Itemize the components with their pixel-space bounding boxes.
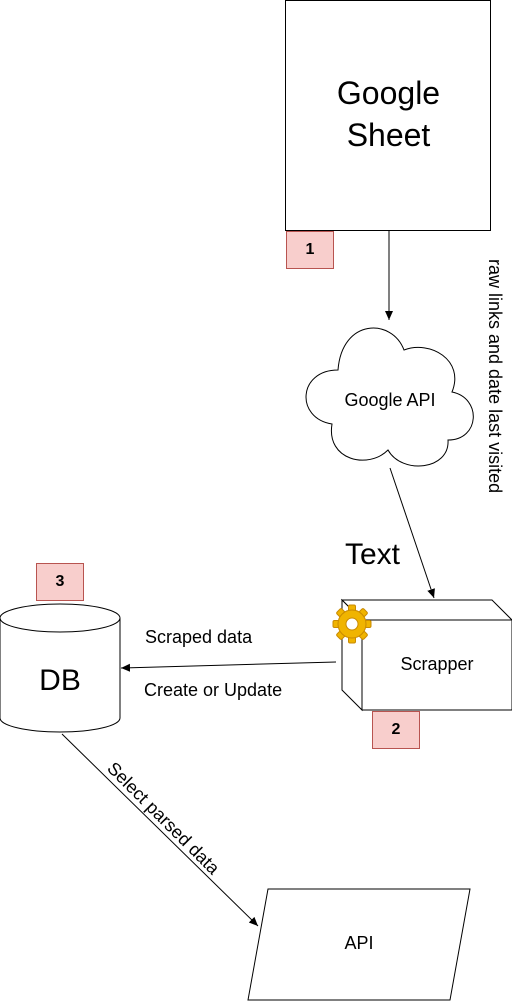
edge-scrapper-to-db [120,661,337,672]
badge-db: 3 [36,563,84,601]
google-sheet-node[interactable] [285,0,491,231]
edge-label-scraped-data: Scraped data [145,627,253,647]
edge-label-create-update: Create or Update [144,680,283,700]
edge-api-to-scrapper [389,467,435,599]
scrapper-label: Scrapper [400,654,474,674]
google-api-cloud[interactable] [305,327,474,467]
google-api-label: Google API [344,390,436,410]
edge-db-to-api [61,733,259,927]
edge-label-raw-links: raw links and date last visited [485,259,505,494]
db-label: DB [39,664,81,697]
google-sheet-label: Google Sheet [286,72,491,156]
edge-label-text: Text [345,538,401,571]
db-cylinder[interactable] [0,603,121,733]
google-sheet-label-line1: Google [336,75,441,111]
api-label: API [344,933,374,953]
api-node[interactable] [247,888,471,1001]
badge-scrapper: 2 [372,711,420,749]
badge-sheet: 1 [286,231,334,269]
gear-icon [332,604,372,644]
google-sheet-label-line2: Sheet [346,117,431,153]
